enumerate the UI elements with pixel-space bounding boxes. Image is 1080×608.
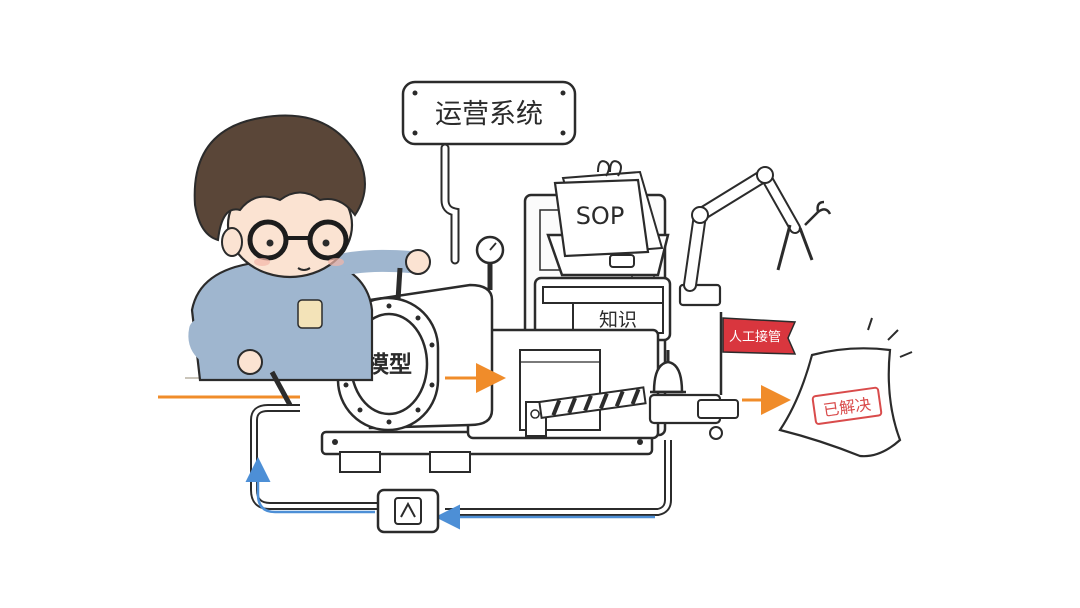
wrench-claw-icon <box>804 200 832 226</box>
machine-front-cabinet <box>466 328 660 440</box>
operations-system-sign: 运营系统 <box>401 80 577 265</box>
knowledge-label: 知识 <box>599 309 637 331</box>
resolved-paper: 已解决 <box>778 317 913 458</box>
engineer-character <box>188 114 431 407</box>
sop-tray: SOP <box>546 160 670 277</box>
system-sign-label: 运营系统 <box>435 99 543 130</box>
output-valve <box>648 393 739 440</box>
model-label: 模型 <box>366 352 412 378</box>
pocket-badge <box>297 299 323 329</box>
feedback-pipes <box>245 404 672 530</box>
robot-arm <box>678 166 832 307</box>
human-takeover-label: 人工接管 <box>729 329 781 345</box>
human-takeover-flag: 人工接管 <box>719 312 797 395</box>
sop-label: SOP <box>576 202 625 230</box>
pressure-gauge-icon <box>475 235 505 290</box>
feedback-loop-icon <box>376 488 440 534</box>
padlock-icon <box>530 409 540 419</box>
barrier-bar <box>538 386 647 420</box>
